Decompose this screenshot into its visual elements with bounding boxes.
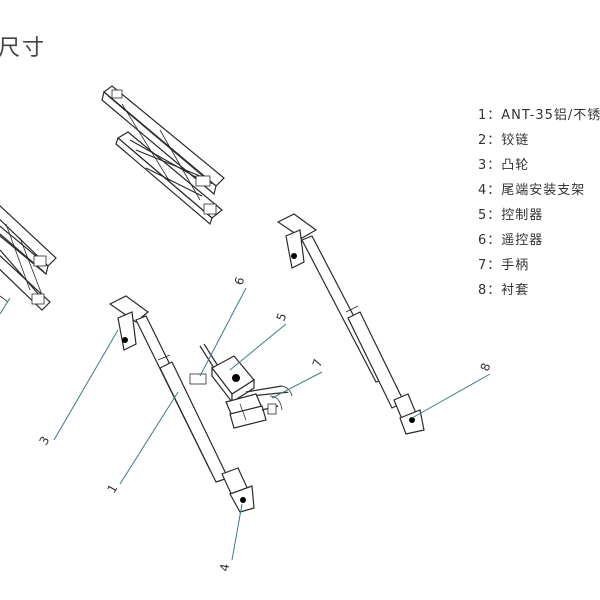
- legend-item-4: 4：尾端安装支架: [478, 183, 586, 198]
- leader-8: [411, 373, 491, 419]
- callout-6: 6: [232, 275, 248, 287]
- leader-4: [231, 503, 243, 561]
- callout-3: 3: [36, 434, 52, 448]
- leader-left-edge: [0, 297, 11, 315]
- legend-item-7: 7：手柄: [478, 258, 530, 273]
- legend-item-5: 5：控制器: [478, 208, 544, 223]
- parts-legend: 1：ANT-35铝/不锈 2：铰链 3：凸轮 4：尾端安装支架 5：控制器 6：…: [478, 104, 600, 304]
- actuator-right: [276, 213, 425, 435]
- legend-item-3: 3：凸轮: [478, 158, 530, 173]
- hinge-assembly-top: [101, 85, 225, 226]
- hinge-assembly-left: [0, 205, 57, 311]
- leader-5: [229, 323, 287, 371]
- handle-assembly: [225, 393, 283, 429]
- callout-7: 7: [310, 357, 326, 369]
- leader-3: [53, 329, 119, 441]
- callout-4: 4: [217, 563, 232, 573]
- callout-1: 1: [104, 482, 120, 496]
- callout-8: 8: [478, 361, 494, 373]
- legend-item-8: 8：衬套: [478, 283, 530, 298]
- leader-6: [199, 287, 247, 377]
- leader-lines: [0, 287, 491, 561]
- controller-unit: [189, 343, 293, 404]
- callout-5: 5: [274, 311, 290, 323]
- leader-1: [119, 391, 179, 485]
- actuator-left: [108, 295, 255, 513]
- legend-item-2: 2：铰链: [478, 133, 530, 148]
- leader-7: [271, 371, 323, 399]
- page-title: 尺寸: [0, 36, 47, 61]
- legend-item-1: 1：ANT-35铝/不锈: [478, 108, 600, 123]
- legend-item-6: 6：遥控器: [478, 233, 544, 248]
